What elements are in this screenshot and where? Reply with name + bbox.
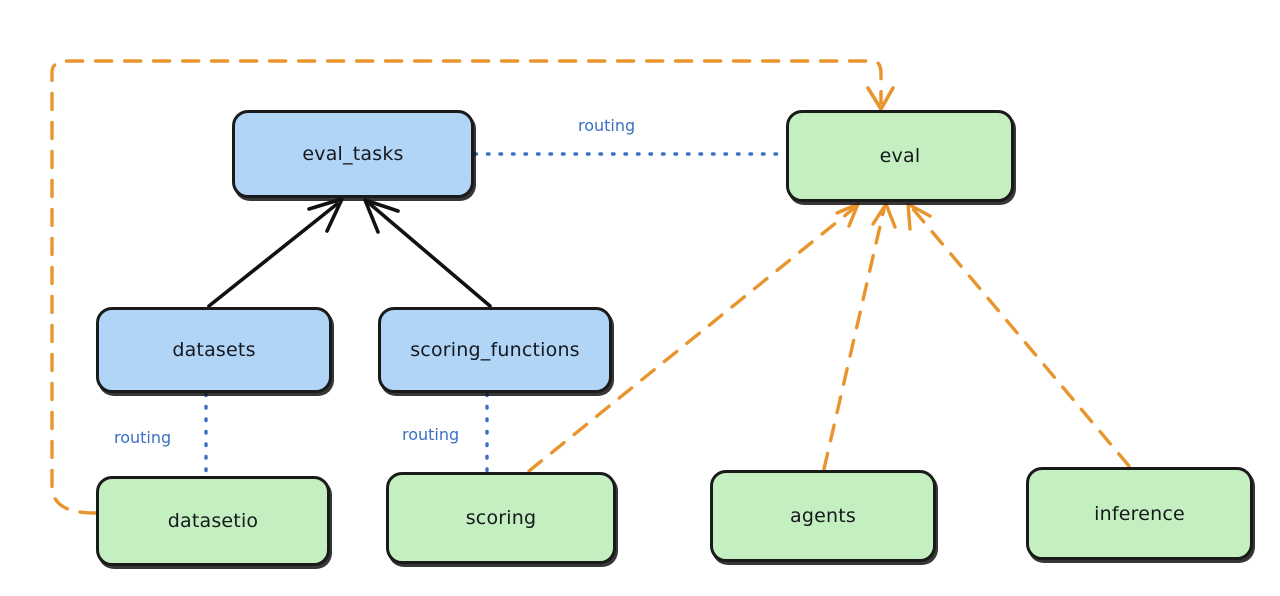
node-eval[interactable]: eval	[786, 110, 1014, 202]
edge-inference-to-eval	[906, 202, 1131, 468]
edge-agents-to-eval	[822, 202, 897, 471]
node-agents[interactable]: agents	[710, 470, 936, 562]
node-eval-tasks[interactable]: eval_tasks	[232, 110, 474, 198]
node-scoring-functions[interactable]: scoring_functions	[378, 307, 612, 393]
node-inference[interactable]: inference	[1026, 467, 1253, 560]
node-label-inference: inference	[1094, 502, 1185, 525]
node-label-scoring-functions: scoring_functions	[410, 339, 580, 361]
node-label-eval-tasks: eval_tasks	[302, 143, 404, 165]
node-label-scoring: scoring	[465, 507, 537, 529]
node-label-datasetio: datasetio	[167, 510, 259, 532]
node-label-eval: eval	[879, 145, 921, 167]
edge-scoring-functions-to-eval-tasks	[363, 198, 492, 308]
node-datasets[interactable]: datasets	[96, 307, 332, 393]
edge-datasets-to-eval-tasks	[207, 197, 344, 308]
node-datasetio[interactable]: datasetio	[96, 476, 330, 566]
node-scoring[interactable]: scoring	[386, 472, 616, 564]
edge-datasetio-to-eval	[50, 59, 895, 515]
node-label-agents: agents	[790, 505, 856, 527]
edge-scoring-to-eval	[527, 202, 860, 473]
node-label-datasets: datasets	[172, 339, 256, 361]
